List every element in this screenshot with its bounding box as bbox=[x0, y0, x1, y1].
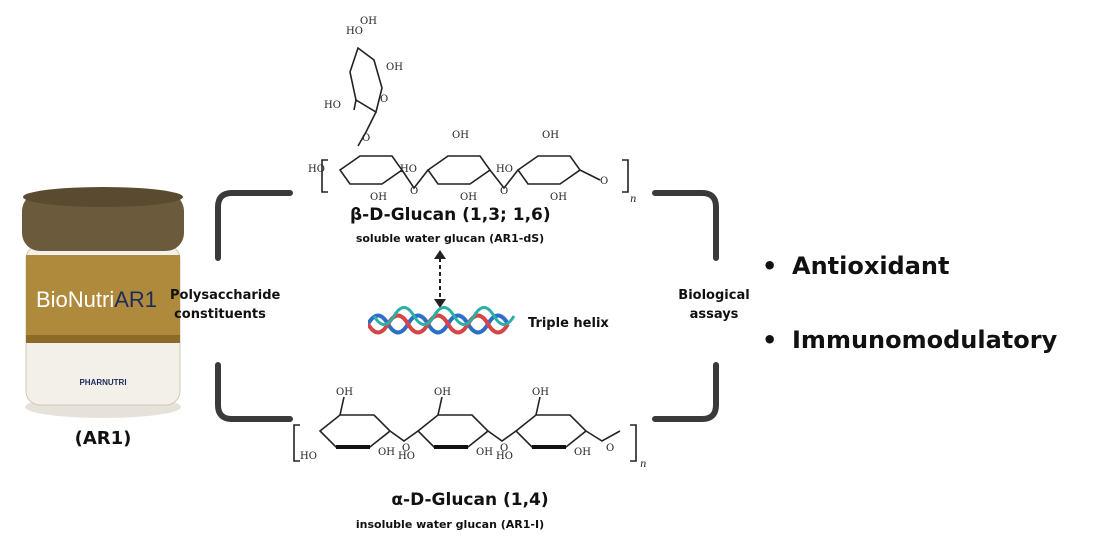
svg-text:O: O bbox=[362, 133, 370, 144]
svg-text:O: O bbox=[500, 186, 508, 197]
svg-text:HO: HO bbox=[496, 451, 513, 462]
alpha-glucan-structure: OH OH OH HO OH HO OH HO OH O O O n bbox=[293, 387, 646, 470]
triple-helix-label: Triple helix bbox=[528, 316, 609, 331]
beta-glucan-structure: HO OH OH HO O O HO HO OH OH OH HO OH OH … bbox=[308, 16, 636, 205]
outcome-item-antioxidant: • Antioxidant bbox=[762, 248, 1057, 284]
triple-helix-icon bbox=[368, 306, 516, 335]
svg-text:HO: HO bbox=[300, 451, 317, 462]
svg-text:O: O bbox=[380, 94, 388, 105]
svg-text:OH: OH bbox=[336, 387, 353, 398]
svg-text:HO: HO bbox=[324, 100, 341, 111]
svg-text:OH: OH bbox=[532, 387, 549, 398]
outcome-item-immunomodulatory: • Immunomodulatory bbox=[762, 322, 1057, 358]
svg-text:OH: OH bbox=[550, 192, 567, 203]
beta-glucan-subtitle: soluble water glucan (AR1-dS) bbox=[355, 232, 545, 245]
svg-text:n: n bbox=[640, 459, 646, 470]
svg-text:O: O bbox=[606, 443, 614, 454]
svg-text:HO: HO bbox=[346, 26, 363, 37]
svg-text:O: O bbox=[500, 443, 508, 454]
svg-text:HO: HO bbox=[308, 164, 325, 175]
right-bottom-bracket bbox=[652, 362, 719, 422]
svg-text:OH: OH bbox=[574, 447, 591, 458]
svg-text:O: O bbox=[410, 186, 418, 197]
bullet-icon: • bbox=[762, 252, 778, 280]
product-label: (AR1) bbox=[74, 428, 132, 449]
left-top-bracket bbox=[215, 190, 293, 261]
svg-text:HO: HO bbox=[400, 164, 417, 175]
svg-text:n: n bbox=[630, 194, 636, 205]
svg-text:OH: OH bbox=[386, 62, 403, 73]
alpha-glucan-subtitle: insoluble water glucan (AR1-I) bbox=[355, 518, 545, 531]
svg-text:OH: OH bbox=[370, 192, 387, 203]
product-jar-image: BioNutriAR1 PHARNUTRI bbox=[22, 187, 184, 418]
outcome-text: Immunomodulatory bbox=[792, 326, 1058, 354]
bullet-icon: • bbox=[762, 326, 778, 354]
svg-text:OH: OH bbox=[460, 192, 477, 203]
left-bottom-bracket bbox=[215, 362, 293, 422]
brand-logo-text: BioNutriAR1 bbox=[36, 287, 157, 312]
right-top-bracket bbox=[652, 190, 719, 261]
svg-text:HO: HO bbox=[496, 164, 513, 175]
beta-glucan-title: β-D-Glucan (1,3; 1,6) bbox=[350, 205, 551, 225]
alpha-glucan-title: α-D-Glucan (1,4) bbox=[391, 490, 549, 510]
svg-text:O: O bbox=[600, 176, 608, 187]
svg-text:OH: OH bbox=[542, 130, 559, 141]
svg-text:OH: OH bbox=[452, 130, 469, 141]
svg-text:OH: OH bbox=[360, 16, 377, 27]
outcome-text: Antioxidant bbox=[792, 252, 950, 280]
dashed-double-arrow bbox=[434, 250, 446, 308]
svg-text:O: O bbox=[402, 443, 410, 454]
maker-logo-text: PHARNUTRI bbox=[79, 378, 126, 387]
svg-text:OH: OH bbox=[434, 387, 451, 398]
svg-text:OH: OH bbox=[378, 447, 395, 458]
svg-text:HO: HO bbox=[398, 451, 415, 462]
outcomes-list: • Antioxidant • Immunomodulatory bbox=[762, 248, 1057, 358]
svg-text:OH: OH bbox=[476, 447, 493, 458]
